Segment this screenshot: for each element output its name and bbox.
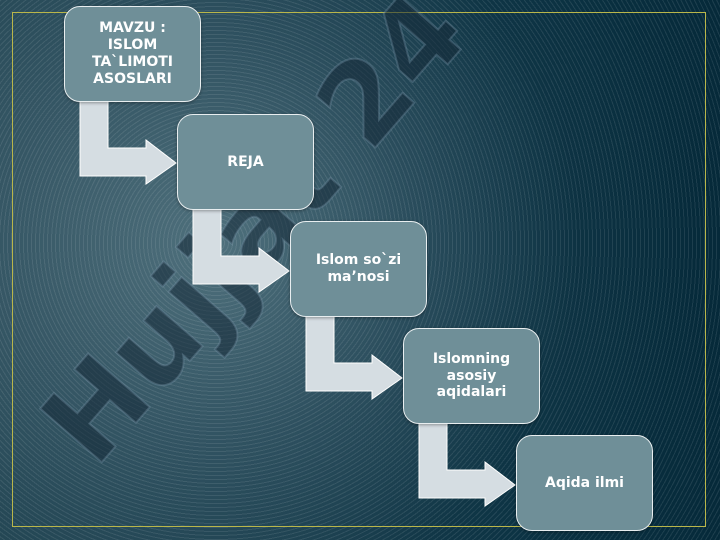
- step-box-islam-meaning: Islom so`zi ma’nosi: [290, 221, 427, 317]
- step-label: Aqida ilmi: [545, 474, 624, 491]
- bent-arrow-icon: [305, 315, 403, 400]
- bent-arrow-icon: [192, 208, 290, 293]
- step-box-plan: REJA: [177, 114, 314, 210]
- step-box-aqida: Aqida ilmi: [516, 435, 653, 531]
- slide-frame: [12, 12, 706, 527]
- bent-arrow-icon: [79, 100, 177, 185]
- step-label: REJA: [227, 153, 264, 170]
- step-box-topic: MAVZU : ISLOM TA`LIMOTI ASOSLARI: [64, 6, 201, 102]
- step-label: Islomning asosiy aqidalari: [432, 350, 511, 401]
- step-box-main-beliefs: Islomning asosiy aqidalari: [403, 328, 540, 424]
- step-label: Islom so`zi ma’nosi: [315, 252, 402, 285]
- step-label: MAVZU : ISLOM TA`LIMOTI ASOSLARI: [91, 20, 174, 87]
- bent-arrow-icon: [418, 422, 516, 507]
